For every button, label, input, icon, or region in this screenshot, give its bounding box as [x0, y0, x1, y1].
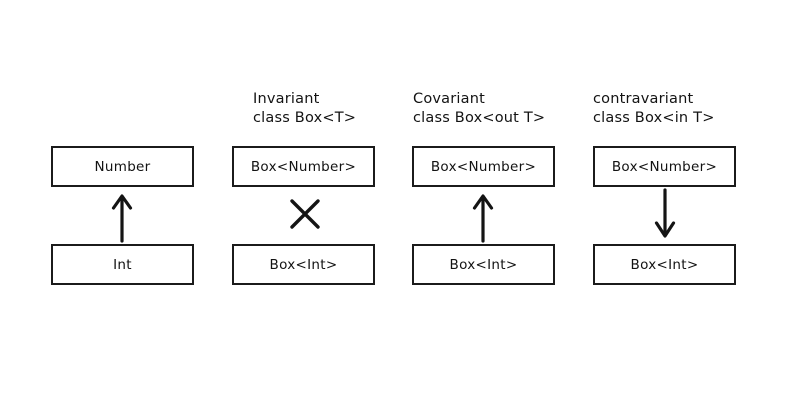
diagram-column-covariant: Covariant class Box<out T> Box<Number> Bo…	[412, 0, 612, 414]
node-box-box-int[interactable]: Box<Int>	[232, 244, 375, 285]
node-box-box-int[interactable]: Box<Int>	[412, 244, 555, 285]
column-header-line2: class Box<T>	[253, 110, 357, 126]
node-label: Int	[113, 256, 132, 273]
relation-arrow-up-covariant	[453, 187, 513, 244]
node-label: Number	[94, 158, 151, 175]
column-header-line1: Invariant	[253, 91, 320, 107]
node-label: Box<Int>	[269, 256, 338, 273]
node-label: Box<Number>	[611, 158, 718, 175]
node-label: Box<Int>	[630, 256, 699, 273]
node-box-box-number[interactable]: Box<Number>	[232, 146, 375, 187]
node-box-box-int[interactable]: Box<Int>	[593, 244, 736, 285]
node-label: Box<Number>	[250, 158, 357, 175]
node-label: Box<Int>	[449, 256, 518, 273]
column-header-line1: Covariant	[413, 91, 486, 107]
column-header-line2: class Box<out T>	[413, 110, 546, 126]
relation-arrow-down-contravariant	[635, 187, 695, 244]
node-box-int[interactable]: Int	[51, 244, 194, 285]
diagram-column-contravariant: contravariant class Box<in T> Box<Number>…	[593, 0, 793, 414]
column-header-invariant: Invariant class Box<T>	[253, 90, 453, 128]
diagram-column-invariant: Invariant class Box<T> Box<Number> Box<In…	[232, 0, 432, 414]
node-label: Box<Number>	[430, 158, 537, 175]
column-header-line1: contravariant	[593, 91, 694, 107]
column-header-contravariant: contravariant class Box<in T>	[593, 90, 793, 128]
node-box-number[interactable]: Number	[51, 146, 194, 187]
cross-icon	[289, 198, 321, 230]
diagram-column-plain-types: Number Int	[51, 0, 251, 414]
column-header-covariant: Covariant class Box<out T>	[413, 90, 613, 128]
relation-arrow-up-plain	[92, 187, 152, 244]
node-box-box-number[interactable]: Box<Number>	[593, 146, 736, 187]
column-header-line2: class Box<in T>	[593, 110, 715, 126]
node-box-box-number[interactable]: Box<Number>	[412, 146, 555, 187]
